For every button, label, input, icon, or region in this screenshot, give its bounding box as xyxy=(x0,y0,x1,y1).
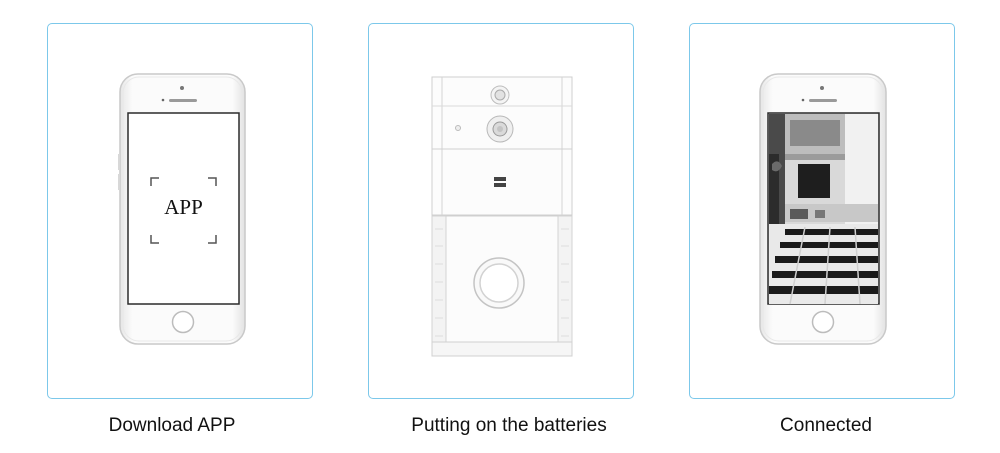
phone-illustration xyxy=(118,73,246,345)
step-panel-connected xyxy=(689,23,955,399)
connected-phone-illustration xyxy=(759,73,887,345)
doorbell-illustration xyxy=(431,76,573,357)
step-panel-batteries xyxy=(368,23,634,399)
caption-connected: Connected xyxy=(780,415,872,436)
app-screen-label: APP xyxy=(164,195,203,219)
step-panel-download-app: APP xyxy=(47,23,313,399)
caption-batteries: Putting on the batteries xyxy=(411,415,607,436)
camera-feed-image xyxy=(769,114,878,305)
caption-download-app: Download APP xyxy=(108,415,236,436)
